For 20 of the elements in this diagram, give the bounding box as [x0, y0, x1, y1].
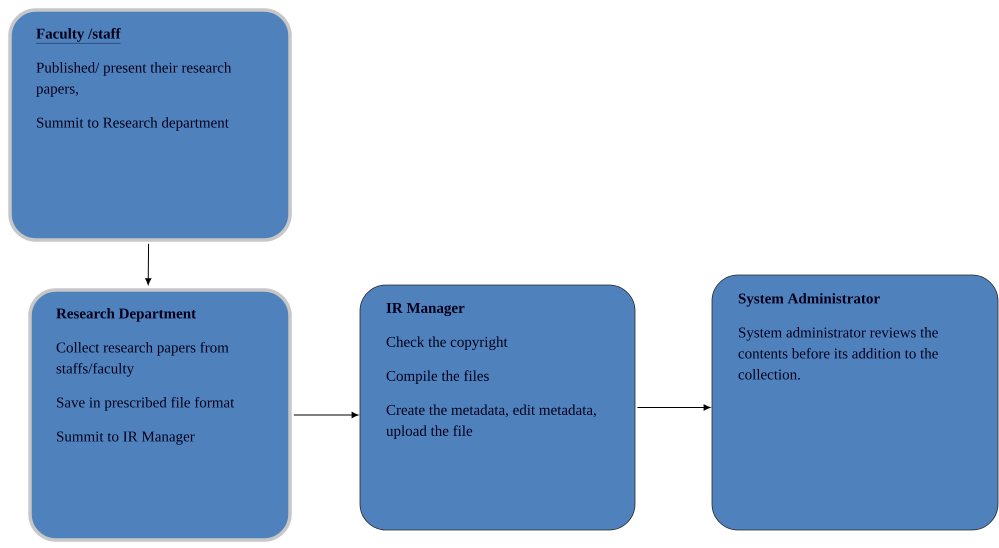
node-text: Compile the files — [386, 370, 489, 384]
node-text: Check the copyright — [386, 336, 508, 350]
node-text: Published/ present their research papers, — [36, 62, 232, 97]
node-text: Save in prescribed file format — [57, 396, 234, 411]
process-box — [360, 284, 636, 530]
node-heading: Research Department — [56, 308, 196, 322]
arrow — [293, 412, 358, 418]
node-text: System administrator reviews the contents before its addition to the collection. — [738, 327, 938, 380]
process-box — [28, 288, 292, 542]
process-box — [712, 274, 998, 530]
arrow — [145, 243, 152, 285]
node-heading: System Administrator — [738, 293, 880, 307]
node-heading: IR Manager — [386, 303, 464, 316]
arrow — [636, 404, 710, 411]
node-text: Summit to IR Manager — [57, 431, 195, 445]
node-text: Create the metadata, edit metadata, upload the file — [386, 404, 596, 440]
process-box — [8, 8, 292, 242]
node-text: Summit to Research department — [37, 117, 229, 131]
node-text: Collect research papers from staffs/faculty — [56, 342, 229, 377]
node-heading: Faculty /staff — [36, 28, 121, 44]
